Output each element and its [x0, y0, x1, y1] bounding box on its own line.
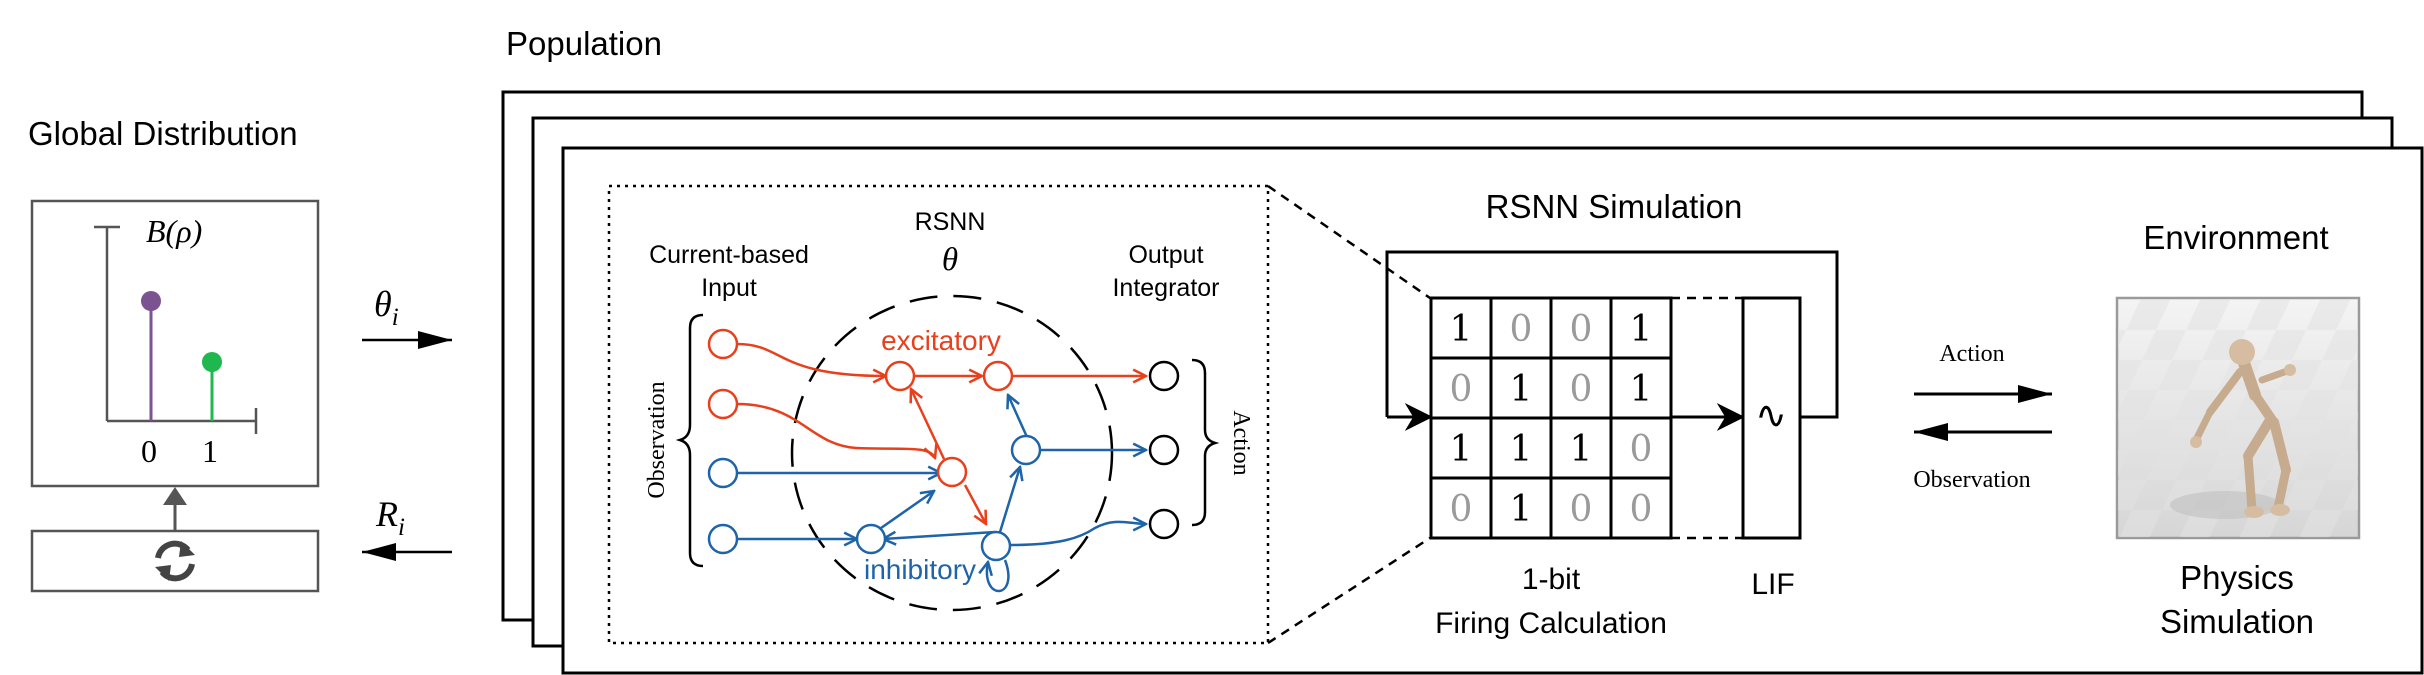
- observation-label: Observation: [644, 381, 670, 498]
- output-neuron-3: [1148, 508, 1180, 540]
- matrix-cell-1-2: 0: [1570, 369, 1593, 410]
- zoom-line-top: [1267, 184, 1431, 300]
- action-brace: [1191, 358, 1220, 527]
- firing-label-line1: 1-bit: [1522, 563, 1581, 596]
- tick-label-0: 0: [141, 433, 157, 469]
- lif-box: [1741, 296, 1802, 540]
- humanoid-agent: [2190, 339, 2296, 518]
- matrix-cell-3-0: 0: [1450, 489, 1473, 530]
- input-label-line2: Input: [701, 274, 757, 302]
- rsnn-detail-box: [607, 184, 1270, 645]
- rsnn-title: RSNN: [915, 208, 986, 236]
- matrix-cell-0-2: 0: [1570, 309, 1593, 350]
- inhibitory-neuron-2: [855, 523, 887, 555]
- population-title: Population: [506, 25, 662, 62]
- global-distribution-title: Global Distribution: [28, 115, 298, 152]
- matrix-cell-3-2: 0: [1570, 489, 1593, 530]
- firing-label-line2: Firing Calculation: [1435, 607, 1667, 640]
- input-neurons: [707, 328, 739, 555]
- recurrent-neurons: [855, 360, 1042, 562]
- action-label-vertical: Action: [1228, 410, 1254, 475]
- observation-loop-label: Observation: [1913, 467, 2030, 493]
- inhibitory-label: inhibitory: [864, 554, 976, 585]
- simulation-title: RSNN Simulation: [1486, 188, 1743, 225]
- output-label-line1: Output: [1128, 241, 1203, 269]
- excitatory-label: excitatory: [881, 325, 1001, 356]
- matrix-cell-1-0: 0: [1450, 369, 1473, 410]
- excitatory-connections: [736, 342, 1146, 524]
- matrix-cell-1-1: 1: [1510, 369, 1533, 410]
- matrix-cell-3-3: 0: [1630, 489, 1653, 530]
- probability-point-1: [202, 352, 222, 372]
- reward-label: Ri: [375, 494, 405, 541]
- matrix-grid: [1431, 298, 1671, 538]
- rsnn-theta: θ: [942, 242, 958, 278]
- input-neuron-2: [707, 388, 739, 420]
- distribution-panel: [30, 199, 320, 488]
- matrix-cell-0-3: 1: [1630, 309, 1653, 350]
- environment-title: Environment: [2143, 219, 2328, 256]
- matrix-cell-2-3: 0: [1630, 429, 1653, 470]
- output-neurons: [1148, 360, 1180, 540]
- input-neuron-1: [707, 328, 739, 360]
- lif-symbol: ∿: [1755, 395, 1787, 437]
- probability-point-0: [141, 291, 161, 311]
- input-label-line1: Current-based: [649, 241, 809, 269]
- matrix-cell-1-3: 1: [1630, 369, 1653, 410]
- excitatory-neuron-2: [982, 360, 1014, 392]
- inhibitory-neuron-1: [1010, 434, 1042, 466]
- environment-caption-line2: Simulation: [2160, 603, 2314, 640]
- action-label: Action: [1939, 341, 2004, 367]
- input-neuron-3: [707, 457, 739, 489]
- zoom-line-bottom: [1267, 536, 1431, 645]
- environment-caption-line1: Physics: [2180, 559, 2294, 596]
- theta-label: θi: [374, 284, 399, 331]
- output-neuron-2: [1148, 434, 1180, 466]
- input-neuron-4: [707, 523, 739, 555]
- distribution-label: B(ρ): [146, 213, 202, 249]
- observation-brace: [675, 313, 704, 568]
- output-neuron-1: [1148, 360, 1180, 392]
- update-arrow-head: [163, 487, 187, 505]
- matrix-cell-0-0: 1: [1450, 309, 1473, 350]
- matrix-cell-3-1: 1: [1510, 489, 1533, 530]
- inhibitory-connections: [737, 395, 1146, 593]
- matrix-cell-2-1: 1: [1510, 429, 1533, 470]
- distribution-axes: [94, 225, 258, 434]
- recurrent-region: [790, 294, 1114, 612]
- matrix-cell-2-2: 1: [1570, 429, 1593, 470]
- excitatory-neuron-1: [884, 360, 916, 392]
- lif-label: LIF: [1751, 568, 1794, 601]
- tick-label-1: 1: [202, 433, 218, 469]
- matrix-cell-2-0: 1: [1450, 429, 1473, 470]
- matrix-cell-0-1: 0: [1510, 309, 1533, 350]
- output-label-line2: Integrator: [1112, 274, 1219, 302]
- excitatory-neuron-3: [936, 456, 968, 488]
- inhibitory-neuron-3: [980, 530, 1012, 562]
- physics-render: [2115, 296, 2361, 540]
- feedback-loop: [1385, 250, 1839, 419]
- refresh-icon: [155, 540, 195, 582]
- update-panel: [30, 529, 320, 593]
